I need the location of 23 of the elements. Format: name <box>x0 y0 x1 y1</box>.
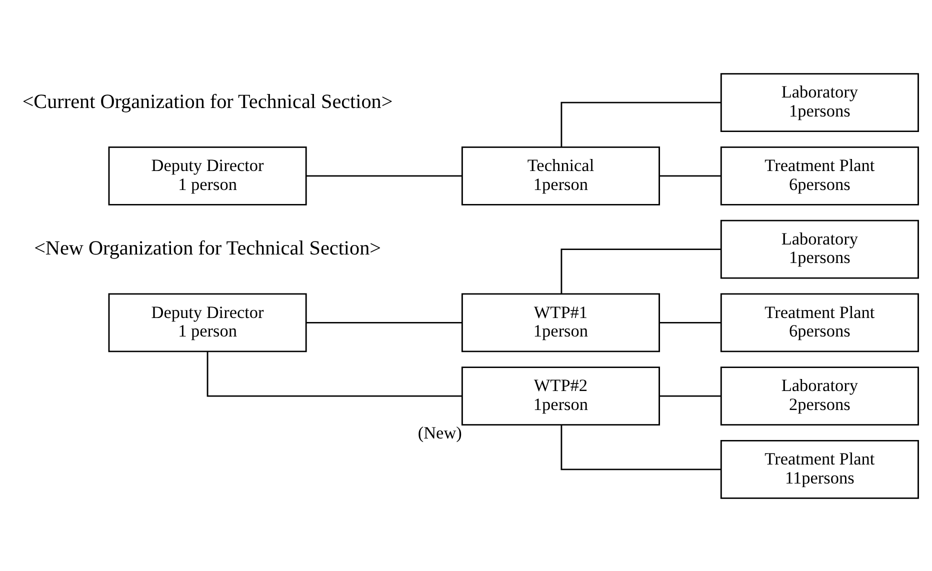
label: <Current Organization for Technical Section> <box>22 90 392 112</box>
node-box: Deputy Director 1 person <box>108 146 306 205</box>
connector <box>658 394 720 396</box>
node-box: Technical 1person <box>460 146 660 205</box>
node-label: (New) <box>417 423 462 442</box>
label: <New Organization for Technical Section> <box>34 237 380 260</box>
connector <box>658 321 720 323</box>
node-box: WTP#2 1person <box>460 366 660 426</box>
connector <box>560 101 720 146</box>
connector <box>560 424 720 470</box>
connector <box>658 174 720 176</box>
node-box: Laboratory 2persons <box>720 366 918 426</box>
connector <box>560 248 720 294</box>
node-box: Treatment Plant 6persons <box>720 292 918 352</box>
connector <box>206 351 462 396</box>
node-box: Treatment Plant 6persons <box>720 146 918 205</box>
node-box: Deputy Director 1 person <box>108 292 306 352</box>
connector <box>306 321 462 323</box>
node-box: Laboratory 1persons <box>720 72 918 132</box>
connector <box>306 174 462 176</box>
node-box: Laboratory 1persons <box>720 219 918 278</box>
node-box: WTP#1 1person <box>460 292 660 352</box>
node-box: Treatment Plant 11persons <box>720 439 918 498</box>
